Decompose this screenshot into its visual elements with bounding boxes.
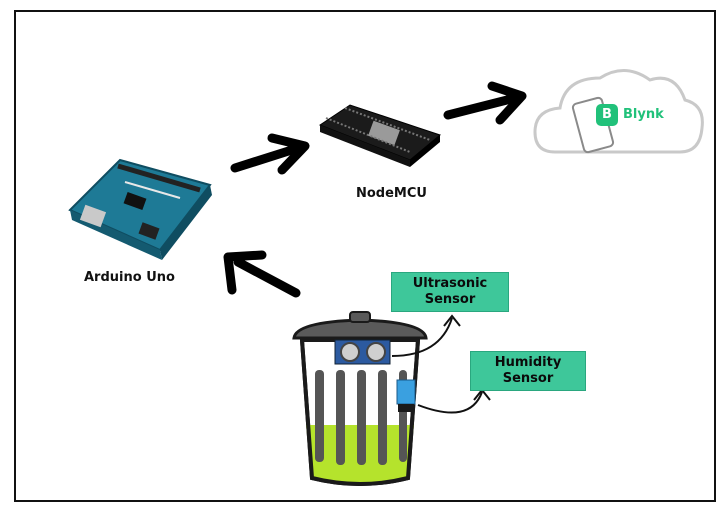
ultrasonic-label-line2: Sensor bbox=[424, 292, 476, 307]
ultrasonic-label-line1: Ultrasonic bbox=[412, 276, 488, 291]
cloud-icon bbox=[533, 69, 704, 154]
trash-bin bbox=[292, 311, 428, 486]
humidity-label-line1: Humidity bbox=[494, 355, 562, 370]
blynk-logo bbox=[596, 104, 618, 126]
label-nodemcu: NodeMCU bbox=[356, 186, 427, 201]
ultrasonic-sensor-box: Ultrasonic Sensor bbox=[391, 272, 509, 312]
arrow-arduino-to-nodemcu bbox=[230, 133, 310, 175]
label-blynk: Blynk bbox=[623, 107, 664, 122]
nodemcu-board bbox=[318, 104, 442, 167]
arduino-uno-board bbox=[68, 158, 212, 260]
humidity-label-line2: Sensor bbox=[502, 371, 554, 386]
arrow-nodemcu-to-cloud bbox=[443, 81, 527, 125]
humidity-sensor-box: Humidity Sensor bbox=[470, 351, 586, 391]
humidity-sensor-module bbox=[396, 379, 416, 412]
label-arduino-uno: Arduino Uno bbox=[84, 270, 175, 285]
connector-ultrasonic bbox=[391, 314, 461, 357]
blynk-badge-letter: B bbox=[602, 107, 612, 122]
connector-humidity bbox=[417, 388, 491, 414]
arrow-bin-to-arduino bbox=[223, 250, 301, 298]
ultrasonic-sensor-module bbox=[334, 339, 391, 365]
